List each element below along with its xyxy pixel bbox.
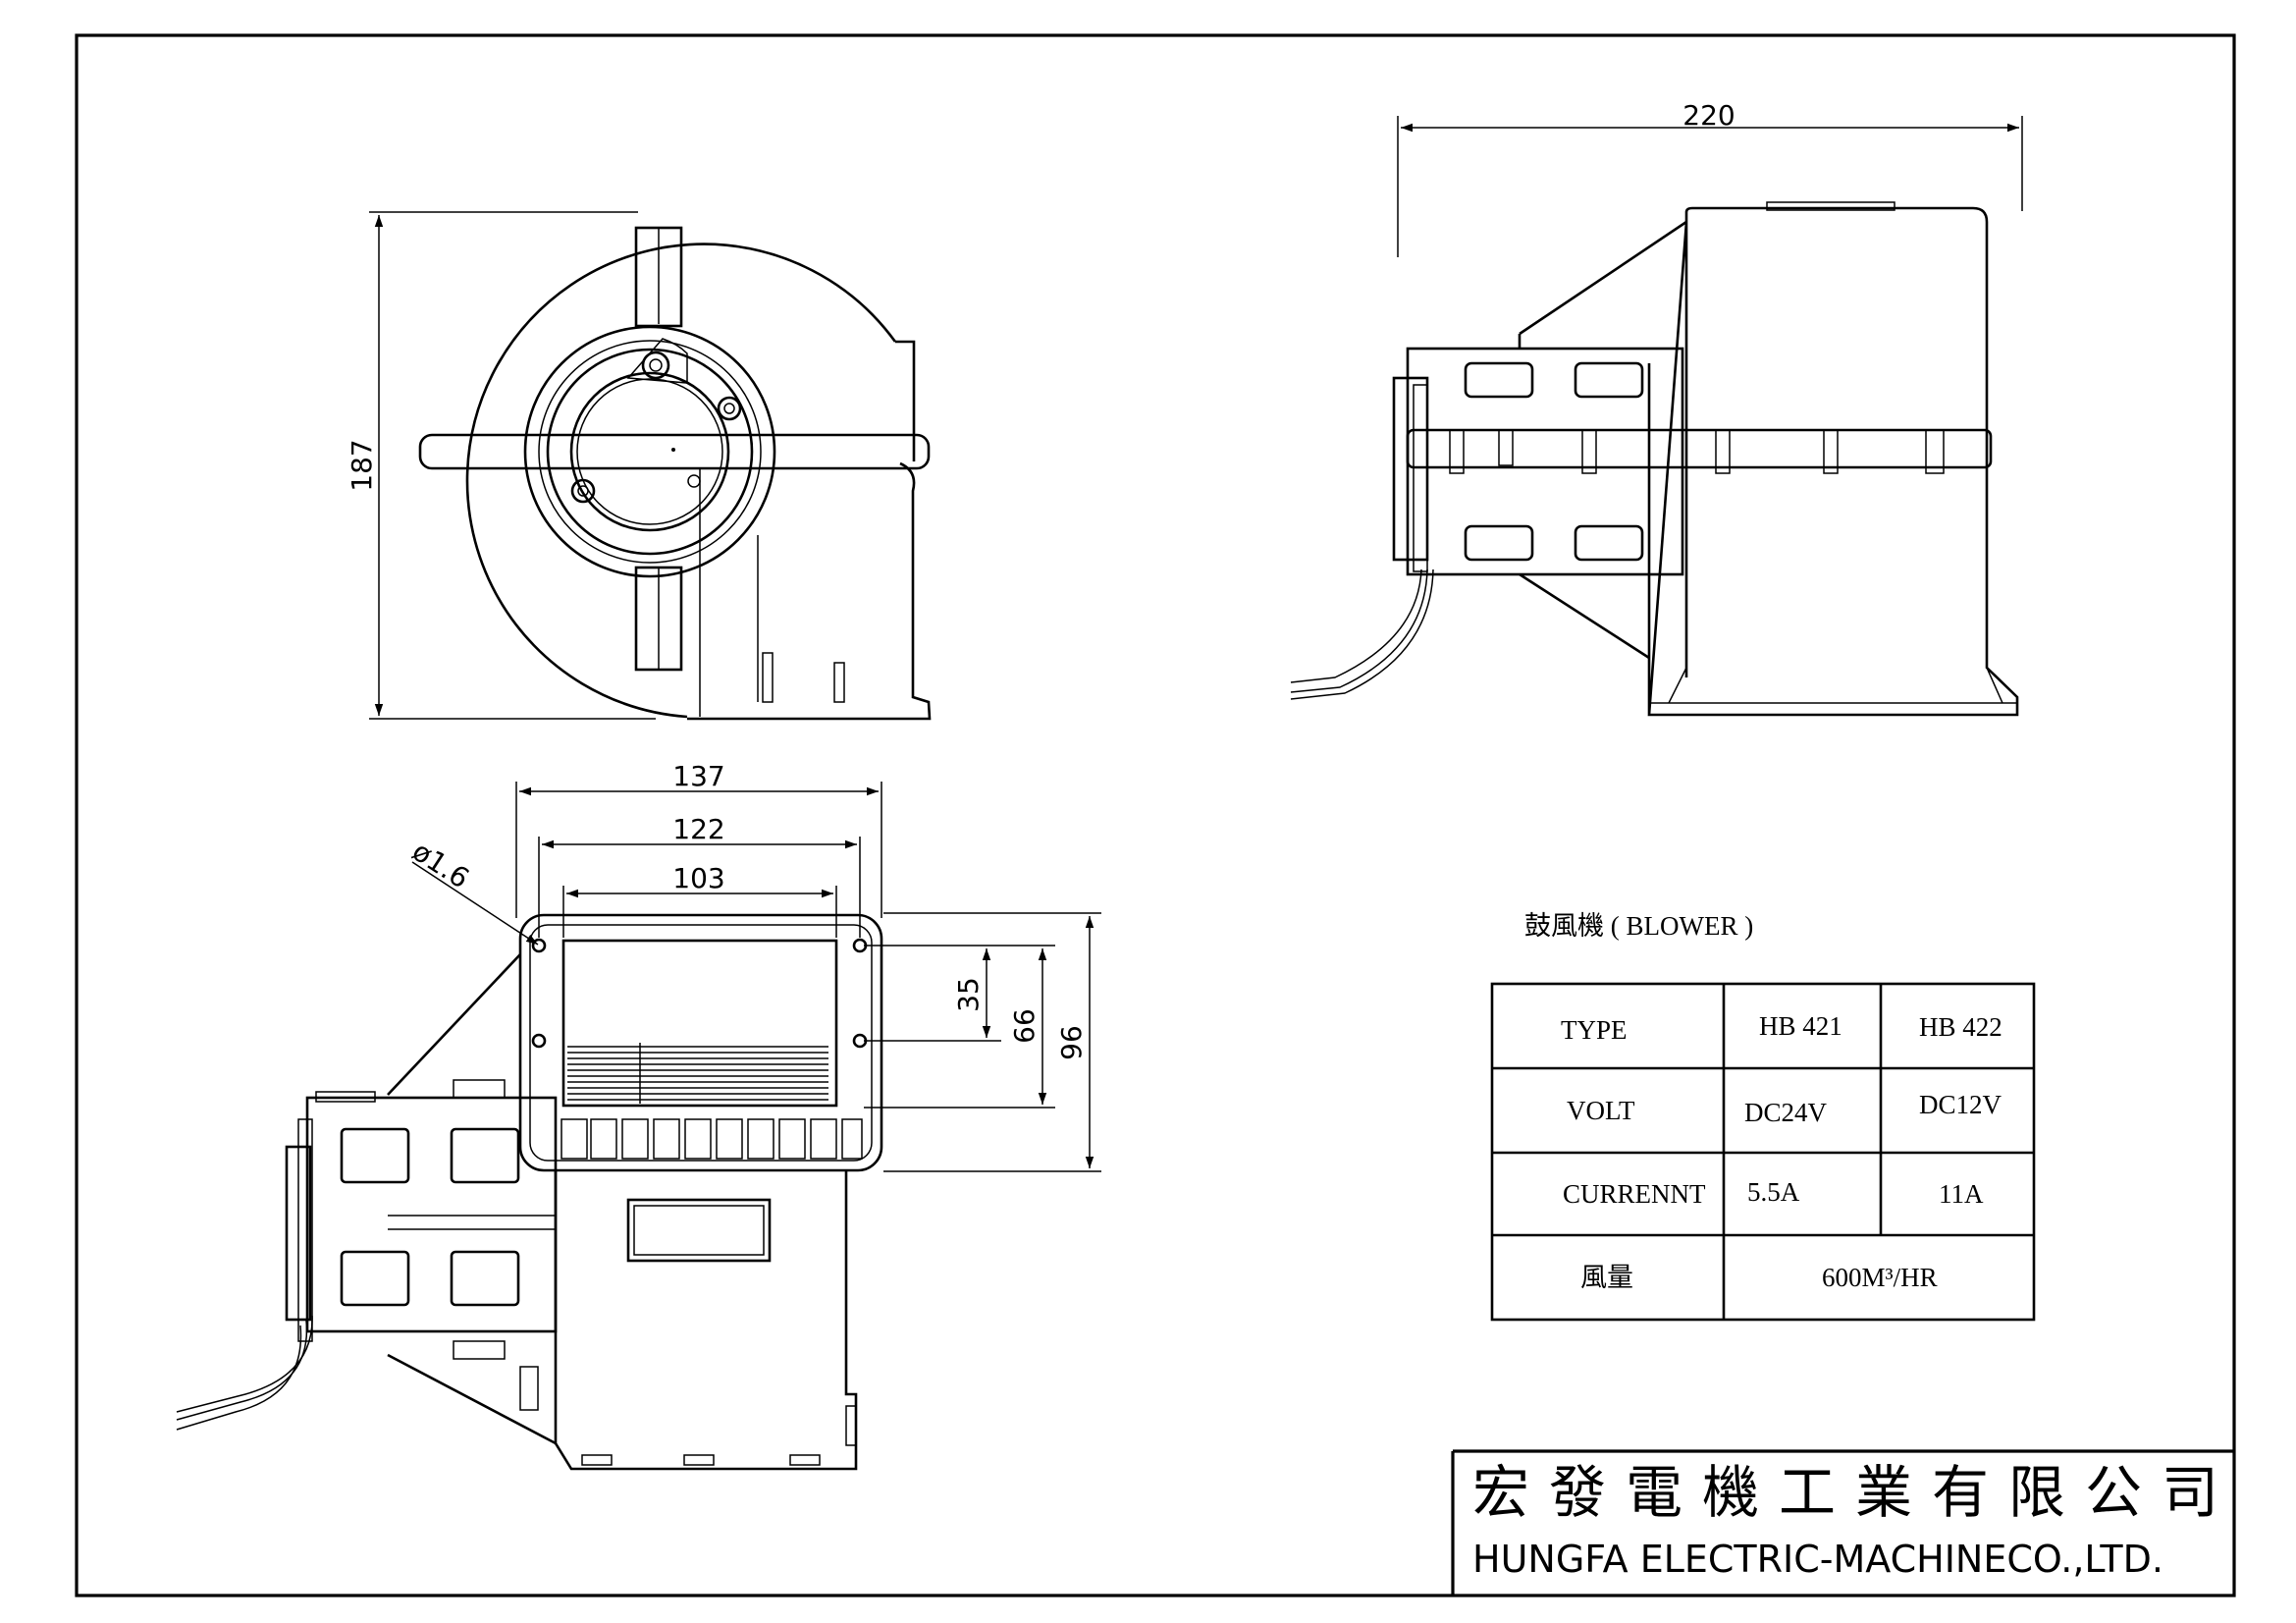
company-name-cn: 宏發電機工業有限公司 xyxy=(1472,1459,2238,1526)
outlet-view: 137 122 103 ø1.6 35 66 96 xyxy=(176,760,1101,1471)
dim-137: 137 xyxy=(672,760,724,792)
hole-diameter-dimension: ø1.6 xyxy=(406,835,475,894)
spec-current-label: CURRENNT xyxy=(1563,1179,1706,1209)
spec-title: 鼓風機 ( BLOWER ) xyxy=(1524,911,1753,941)
spec-header-type: TYPE xyxy=(1561,1015,1628,1045)
title-block xyxy=(1451,1449,2234,1596)
spec-airflow-label: 風量 xyxy=(1580,1263,1633,1292)
spec-current-hb422: 11A xyxy=(1939,1179,1984,1209)
front-view: 187 xyxy=(346,211,932,721)
dim-66: 66 xyxy=(1008,1008,1041,1044)
spec-volt-label: VOLT xyxy=(1567,1096,1635,1125)
spec-current-hb421: 5.5A xyxy=(1747,1177,1800,1207)
side-width-dimension: 220 xyxy=(1682,99,1735,132)
front-height-dimension: 187 xyxy=(346,439,378,491)
spec-header-hb422: HB 422 xyxy=(1919,1012,2002,1042)
dim-122: 122 xyxy=(672,813,724,845)
dim-35: 35 xyxy=(952,977,985,1012)
spec-airflow-value: 600M³/HR xyxy=(1822,1263,1938,1292)
spec-volt-hb421: DC24V xyxy=(1744,1098,1828,1127)
dim-96: 96 xyxy=(1055,1025,1088,1060)
company-name-en: HUNGFA ELECTRIC-MACHINECO.,LTD. xyxy=(1472,1538,2163,1581)
drawing-border xyxy=(75,33,2236,1597)
dim-103: 103 xyxy=(672,862,724,894)
spec-header-hb421: HB 421 xyxy=(1759,1011,1842,1041)
spec-volt-hb422: DC12V xyxy=(1919,1090,2002,1119)
side-view: 220 xyxy=(1290,99,2023,717)
spec-table xyxy=(1490,982,2036,1322)
